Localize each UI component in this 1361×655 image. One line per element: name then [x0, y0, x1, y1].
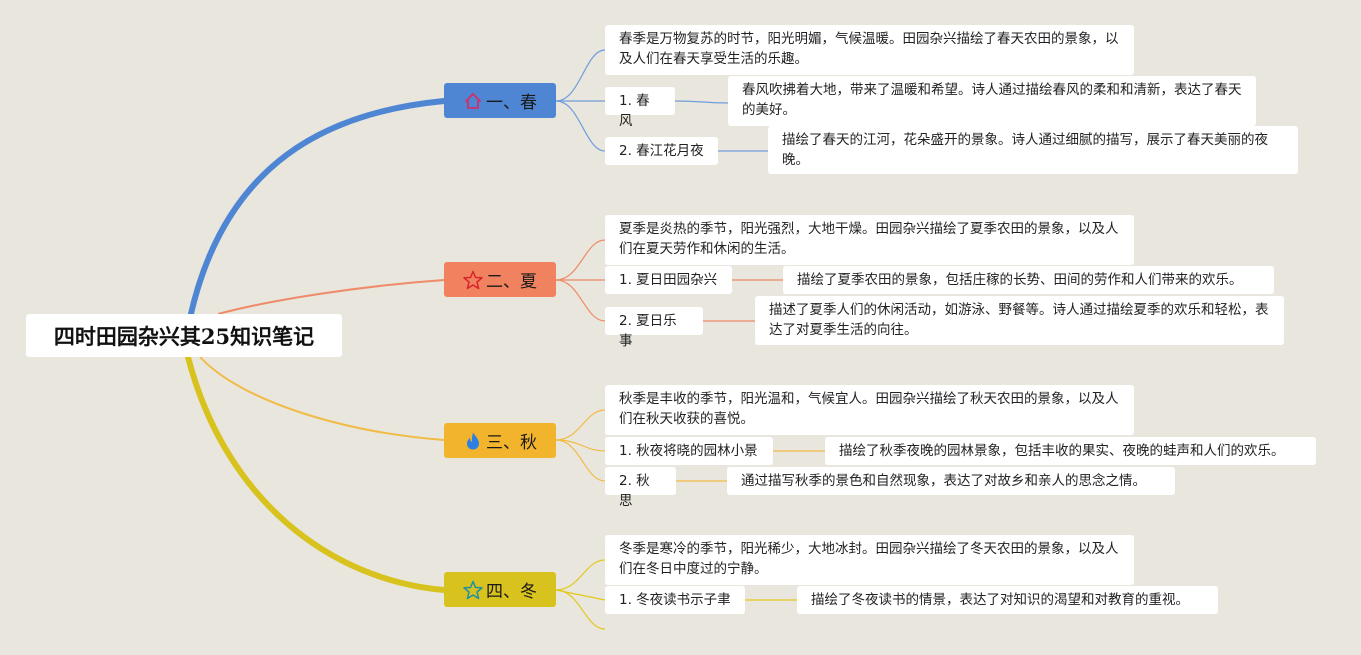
- autumn-item-2-desc-node[interactable]: 通过描写秋季的景色和自然现象，表达了对故乡和亲人的思念之情。: [727, 467, 1175, 495]
- spring-item-1-desc-node[interactable]: 春风吹拂着大地，带来了温暖和希望。诗人通过描绘春风的柔和和清新，表达了春天的美好…: [728, 76, 1256, 126]
- root-title: 四时田园杂兴其25知识笔记: [53, 323, 315, 349]
- autumn-links: [555, 409, 825, 482]
- root-to-spring-line: [187, 98, 447, 321]
- autumn-intro-node[interactable]: 秋季是丰收的季节，阳光温和，气候宜人。田园杂兴描绘了秋天农田的景象，以及人们在秋…: [605, 385, 1134, 435]
- summer-intro-node[interactable]: 夏季是炎热的季节，阳光强烈，大地干燥。田园杂兴描绘了夏季农田的景象，以及人们在夏…: [605, 215, 1134, 265]
- summer-item-1-title: 1. 夏日田园杂兴: [619, 272, 718, 288]
- root-to-winter-line: [185, 354, 447, 593]
- spring-item-2-desc-node[interactable]: 描绘了春天的江河，花朵盛开的景象。诗人通过细腻的描写，展示了春天美丽的夜晚。: [768, 126, 1298, 174]
- spring-intro-node[interactable]: 春季是万物复苏的时节，阳光明媚，气候温暖。田园杂兴描绘了春天农田的景象，以及人们…: [605, 25, 1134, 75]
- spring-item-1-title: 1. 春风: [619, 93, 650, 129]
- summer-item-1-desc-node[interactable]: 描绘了夏季农田的景象，包括庄稼的长势、田间的劳作和人们带来的欢乐。: [783, 266, 1274, 294]
- root-topic[interactable]: 四时田园杂兴其25知识笔记: [26, 314, 342, 357]
- summer-item-2-desc-node[interactable]: 描述了夏季人们的休闲活动，如游泳、野餐等。诗人通过描绘夏季的欢乐和轻松，表达了对…: [755, 296, 1284, 345]
- spring-item-1-desc: 春风吹拂着大地，带来了温暖和希望。诗人通过描绘春风的柔和和清新，表达了春天的美好…: [742, 82, 1242, 118]
- branch-spring[interactable]: 一、春: [444, 83, 556, 118]
- winter-item-1-title: 1. 冬夜读书示子聿: [619, 592, 731, 608]
- winter-item-1-desc-node[interactable]: 描绘了冬夜读书的情景，表达了对知识的渴望和对教育的重视。: [797, 586, 1218, 614]
- flame-icon: [463, 431, 483, 451]
- branch-autumn-label: 三、秋: [486, 433, 537, 453]
- autumn-item-1-node[interactable]: 1. 秋夜将晓的园林小景: [605, 437, 773, 465]
- branch-winter-label: 四、冬: [486, 582, 537, 602]
- spring-item-1-node[interactable]: 1. 春风: [605, 87, 675, 129]
- house-icon: [463, 91, 483, 111]
- root-to-autumn-line: [199, 356, 445, 441]
- summer-item-1-desc: 描绘了夏季农田的景象，包括庄稼的长势、田间的劳作和人们带来的欢乐。: [797, 272, 1243, 288]
- winter-links: [555, 559, 797, 630]
- spring-item-2-node[interactable]: 2. 春江花月夜: [605, 137, 718, 165]
- autumn-item-2-desc: 通过描写秋季的景色和自然现象，表达了对故乡和亲人的思念之情。: [741, 473, 1146, 489]
- autumn-item-2-title: 2. 秋思: [619, 473, 650, 509]
- winter-intro-text: 冬季是寒冷的季节，阳光稀少，大地冰封。田园杂兴描绘了冬天农田的景象，以及人们在冬…: [619, 541, 1119, 577]
- autumn-item-2-node[interactable]: 2. 秋思: [605, 467, 676, 509]
- star-icon: [463, 270, 483, 290]
- branch-summer[interactable]: 二、夏: [444, 262, 556, 297]
- branch-summer-label: 二、夏: [486, 272, 537, 292]
- winter-intro-node[interactable]: 冬季是寒冷的季节，阳光稀少，大地冰封。田园杂兴描绘了冬天农田的景象，以及人们在冬…: [605, 535, 1134, 585]
- autumn-item-1-desc-node[interactable]: 描绘了秋季夜晚的园林景象，包括丰收的果实、夜晚的蛙声和人们的欢乐。: [825, 437, 1316, 465]
- root-to-summer-line: [217, 279, 445, 315]
- branch-spring-label: 一、春: [486, 93, 537, 113]
- spring-intro-text: 春季是万物复苏的时节，阳光明媚，气候温暖。田园杂兴描绘了春天农田的景象，以及人们…: [619, 31, 1119, 67]
- spring-links: [555, 49, 768, 152]
- autumn-item-1-title: 1. 秋夜将晓的园林小景: [619, 443, 758, 459]
- summer-item-2-title: 2. 夏日乐事: [619, 313, 677, 349]
- winter-item-1-desc: 描绘了冬夜读书的情景，表达了对知识的渴望和对教育的重视。: [811, 592, 1189, 608]
- star-outline-icon: [463, 580, 483, 600]
- summer-item-1-node[interactable]: 1. 夏日田园杂兴: [605, 266, 732, 294]
- branch-winter[interactable]: 四、冬: [444, 572, 556, 607]
- spring-item-2-title: 2. 春江花月夜: [619, 143, 704, 159]
- spring-item-2-desc: 描绘了春天的江河，花朵盛开的景象。诗人通过细腻的描写，展示了春天美丽的夜晚。: [782, 132, 1268, 168]
- summer-item-2-desc: 描述了夏季人们的休闲活动，如游泳、野餐等。诗人通过描绘夏季的欢乐和轻松，表达了对…: [769, 302, 1269, 338]
- summer-links: [555, 239, 783, 322]
- winter-item-1-node[interactable]: 1. 冬夜读书示子聿: [605, 586, 745, 614]
- autumn-intro-text: 秋季是丰收的季节，阳光温和，气候宜人。田园杂兴描绘了秋天农田的景象，以及人们在秋…: [619, 391, 1119, 427]
- summer-intro-text: 夏季是炎热的季节，阳光强烈，大地干燥。田园杂兴描绘了夏季农田的景象，以及人们在夏…: [619, 221, 1119, 257]
- summer-item-2-node[interactable]: 2. 夏日乐事: [605, 307, 703, 349]
- branch-autumn[interactable]: 三、秋: [444, 423, 556, 458]
- autumn-item-1-desc: 描绘了秋季夜晚的园林景象，包括丰收的果实、夜晚的蛙声和人们的欢乐。: [839, 443, 1285, 459]
